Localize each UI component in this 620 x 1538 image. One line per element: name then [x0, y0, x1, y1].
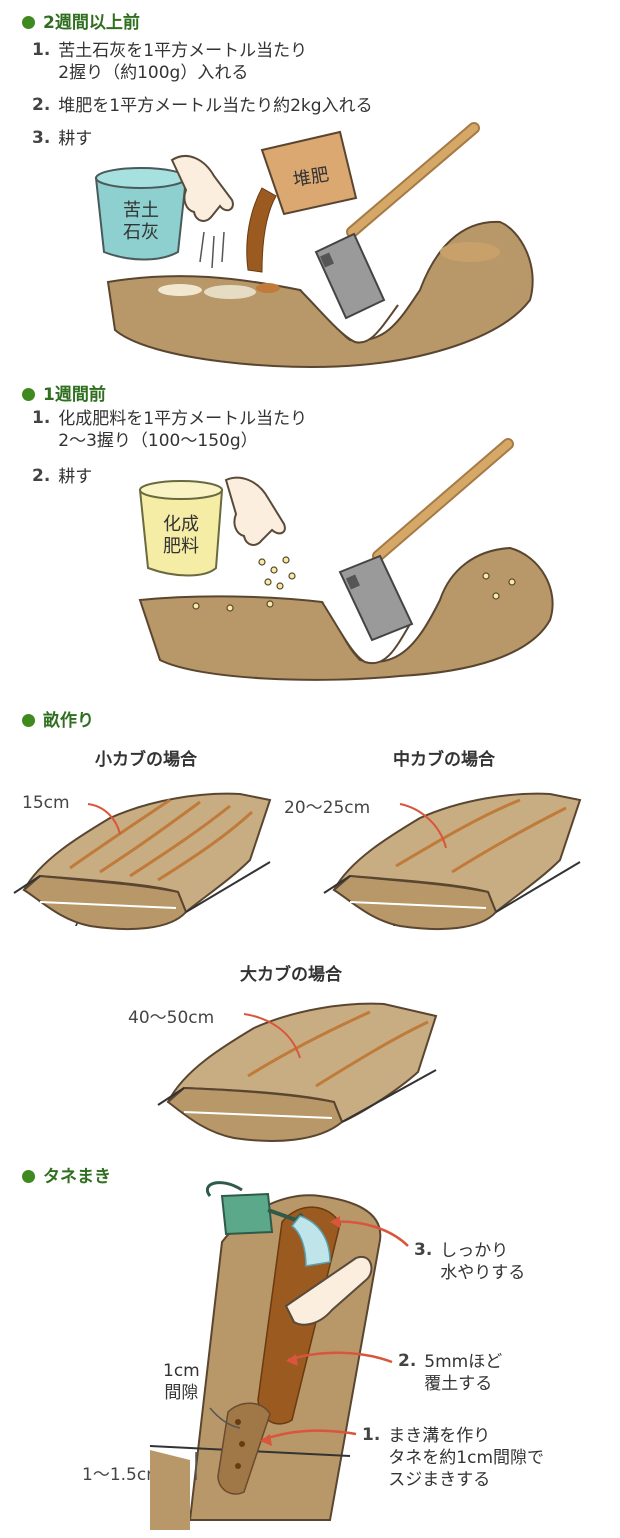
step-two-weeks-2: 2. 堆肥を1平方メートル当たり約2kg入れる: [32, 95, 373, 116]
bullet-icon: [22, 388, 35, 401]
hoe-icon-2: [338, 438, 514, 642]
step-one-week-1: 1. 化成肥料を1平方メートル当たり 2〜3握り（100〜150g）: [32, 408, 308, 451]
ridge-small-illustration: [13, 792, 272, 930]
sowing-note-2: 2. 5mmほど 覆土する: [398, 1351, 503, 1394]
step-two-weeks-3: 3. 耕す: [32, 128, 93, 149]
section-title-ridge: 畝作り: [22, 706, 94, 731]
fertilizer-bucket-label-1: 化成: [163, 514, 199, 535]
scattered-material-1: [158, 242, 500, 299]
section-title-sowing: タネまき: [22, 1162, 111, 1187]
fertilizer-bucket-icon: 化成 肥料: [138, 480, 224, 577]
step-two-weeks-1: 1. 苦土石灰を1平方メートル当たり 2握り（約100g）入れる: [32, 40, 308, 83]
gap-label: 1cm 間隙: [163, 1361, 200, 1403]
sowing-note-3: 3. しっかり 水やりする: [414, 1240, 526, 1283]
compost-stream: [246, 187, 277, 273]
bullet-icon: [22, 16, 35, 29]
ridge-large-spacing: 40〜50cm: [128, 1008, 215, 1028]
lime-bucket-icon: 苦土 石灰: [94, 167, 188, 261]
compost-bag-label: 堆肥: [291, 164, 330, 191]
ridge-medium-width: 75cm: [390, 911, 438, 931]
watering-can-icon: [206, 1181, 331, 1267]
ridge-small-spacing: 15cm: [22, 793, 70, 813]
ridge-large-width: 75cm: [226, 1118, 274, 1138]
hand-icon-2: [224, 476, 286, 546]
step-one-week-2: 2. 耕す: [32, 466, 93, 487]
ridge-medium-title: 中カブの場合: [393, 750, 495, 770]
section-title-one-week: 1週間前: [22, 380, 106, 405]
ridge-small-width: 75cm: [72, 911, 120, 931]
lime-powder: [199, 231, 225, 269]
lime-bucket-label-2: 石灰: [123, 222, 159, 243]
hoe-icon-1: [314, 122, 480, 320]
bullet-icon: [22, 714, 35, 727]
fertilizer-granules: [192, 556, 516, 612]
hand-icon-3: [284, 1255, 373, 1326]
soil-mound-2: [138, 546, 554, 681]
lime-bucket-label-1: 苦土: [123, 200, 159, 221]
section-title-two-weeks: 2週間以上前: [22, 8, 140, 33]
ridge-small-title: 小カブの場合: [95, 750, 197, 770]
bullet-icon: [22, 1170, 35, 1183]
hand-icon: [170, 155, 234, 222]
soil-mound-1: [106, 220, 534, 368]
gap-indicator: [195, 1407, 241, 1480]
compost-bag-icon: 堆肥: [260, 130, 358, 216]
fertilizer-bucket-label-2: 肥料: [163, 536, 199, 557]
depth-label: 1〜1.5cm: [82, 1465, 163, 1485]
ridge-large-title: 大カブの場合: [240, 965, 342, 985]
ridge-medium-spacing: 20〜25cm: [284, 798, 371, 818]
sowing-arrows: [260, 1216, 409, 1446]
sowing-note-1: 1. まき溝を作り タネを約1cm間隙で スジまきする: [362, 1425, 545, 1490]
